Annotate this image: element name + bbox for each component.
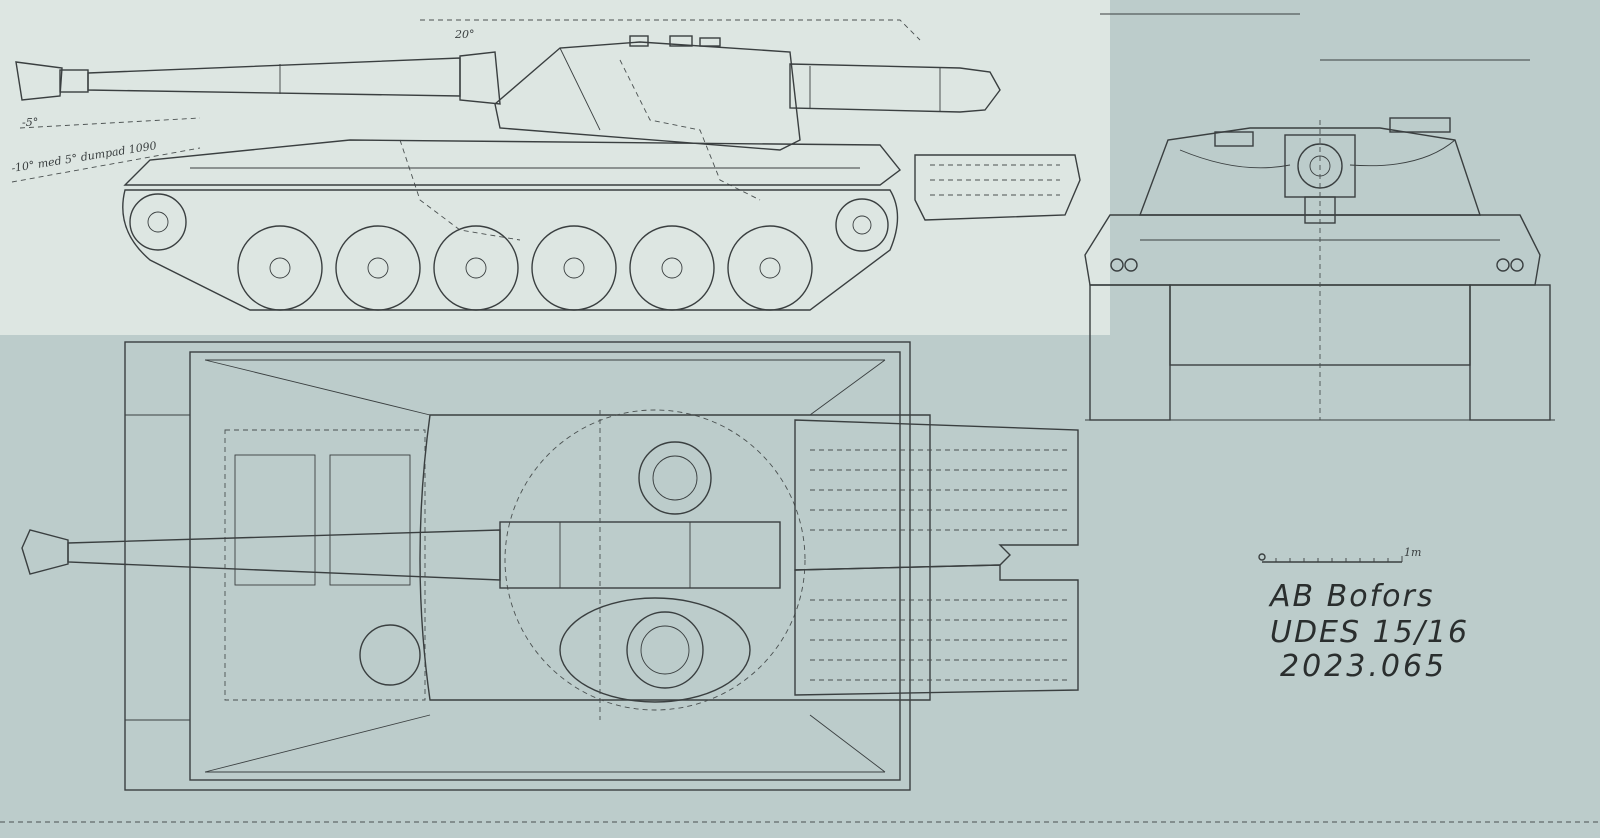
title-block: AB Bofors UDES 15/16 2023.065	[1268, 579, 1469, 684]
top-view	[21, 341, 1079, 791]
scale-bar: 1m	[1258, 546, 1421, 563]
title-line-1: AB Bofors	[1268, 579, 1434, 614]
side-view-highlight	[0, 0, 1110, 335]
scale-label: 1m	[1404, 546, 1421, 559]
depression-note: -10° med 5° dumpad 1090	[10, 139, 157, 175]
title-line-3: 2023.065	[1280, 649, 1447, 684]
elevation-minus5-note: -5°	[22, 116, 38, 129]
elevation-20-note: 20°	[454, 28, 475, 41]
magazine-rounds	[810, 449, 1070, 681]
cupolas	[359, 441, 751, 703]
front-view	[1084, 13, 1555, 421]
road-wheels	[237, 225, 813, 311]
side-view: -5° -10° med 5° dumpad 1090 20°	[10, 19, 1081, 311]
title-line-2: UDES 15/16	[1270, 615, 1469, 650]
